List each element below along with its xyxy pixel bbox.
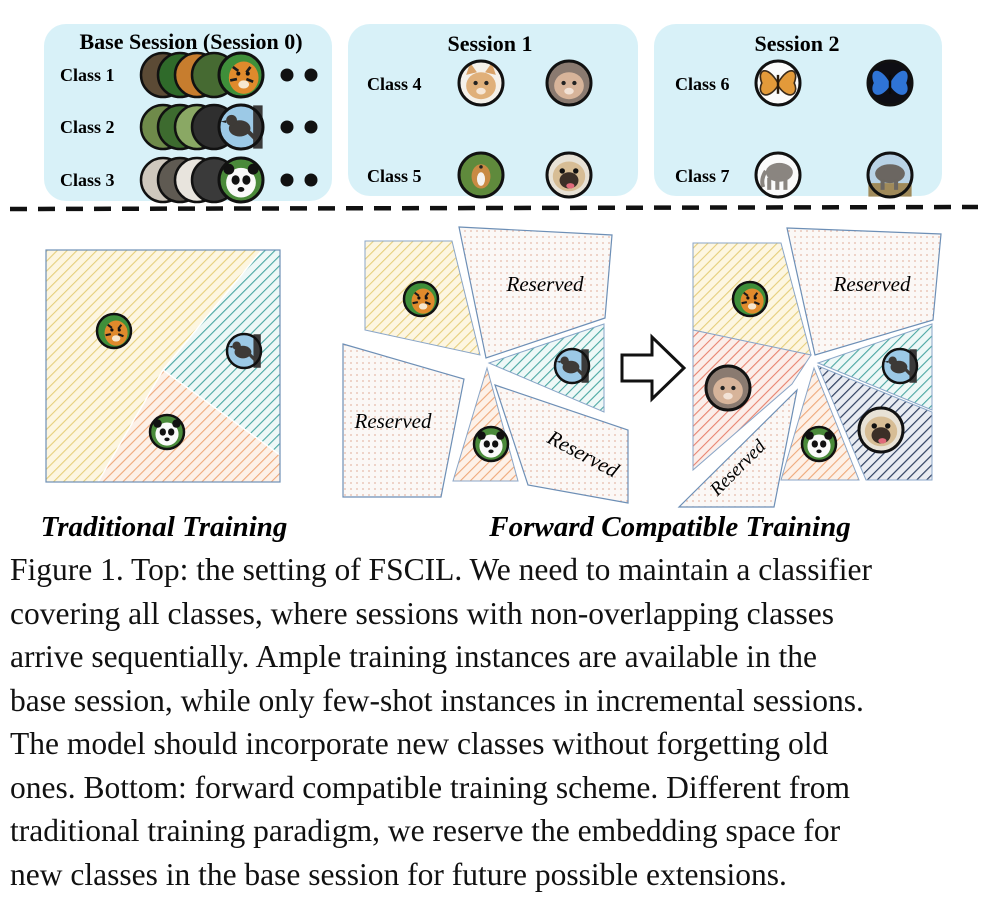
- class-3-label: Class 3: [60, 170, 115, 190]
- class-2-label: Class 2: [60, 117, 115, 137]
- fscil-figure: Base Session (Session 0) Class 1 Class 2…: [9, 24, 979, 543]
- figure-caption: Figure 1. Top: the setting of FSCIL. We …: [10, 548, 982, 896]
- reserved-label: Reserved: [833, 272, 911, 296]
- caption-line: traditional training paradigm, we reserv…: [10, 813, 841, 848]
- reserved-label: Reserved: [506, 272, 584, 296]
- class-7-label: Class 7: [675, 166, 730, 186]
- traditional-training-diagram: [45, 249, 281, 483]
- caption-line: The model should incorporate new classes…: [10, 726, 829, 761]
- session-1-panel: Session 1 Class 4 Class 5: [348, 24, 638, 199]
- class-5-label: Class 5: [367, 166, 422, 186]
- class-1-label: Class 1: [60, 65, 115, 85]
- caption-line: ones. Bottom: forward compatible trainin…: [10, 769, 851, 805]
- base-session-panel: Base Session (Session 0) Class 1 Class 2…: [44, 24, 332, 204]
- caption-line: arrive sequentially. Ample training inst…: [10, 639, 818, 674]
- reserved-label: Reserved: [354, 409, 432, 433]
- caption-line: covering all classes, where sessions wit…: [10, 595, 835, 631]
- traditional-training-title: Traditional Training: [41, 511, 288, 543]
- class-4-label: Class 4: [367, 74, 422, 94]
- right-arrow-icon: [620, 333, 687, 403]
- base-session-title: Base Session (Session 0): [79, 29, 302, 54]
- bird-icon-stack: [139, 105, 263, 149]
- panda-icon-stack: [139, 156, 265, 204]
- session-2-title: Session 2: [755, 31, 840, 56]
- session-2-panel: Session 2 Class 6 Class 7: [654, 24, 942, 197]
- forward-compatible-after-diagram: Reserved Reserved: [677, 227, 942, 508]
- forward-compatible-before-diagram: Reserved Reserved Reserved: [342, 226, 629, 504]
- caption-line: Figure 1. Top: the setting of FSCIL. We …: [10, 552, 872, 587]
- more-dots: [280, 68, 318, 187]
- dashed-divider: [9, 204, 979, 212]
- forward-compatible-training-title: Forward Compatible Training: [488, 511, 851, 543]
- caption-line: base session, while only few-shot instan…: [10, 682, 864, 718]
- caption-line: new classes in the base session for futu…: [10, 856, 787, 892]
- tiger-icon-stack: [139, 51, 265, 99]
- session-1-title: Session 1: [448, 31, 533, 56]
- class-6-label: Class 6: [675, 74, 730, 94]
